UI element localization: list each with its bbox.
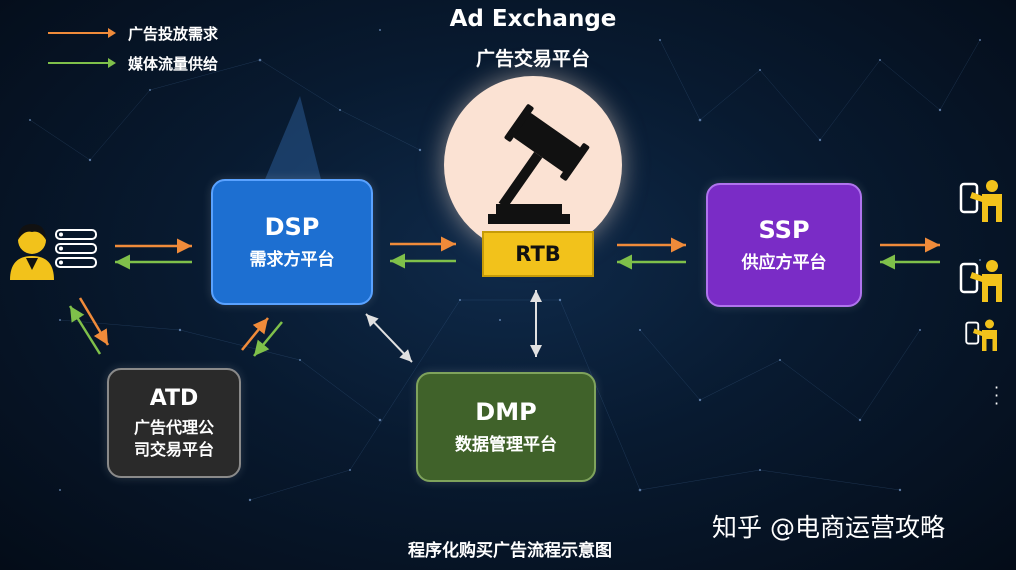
atd-subtitle: 广告代理公 司交易平台 <box>134 417 214 461</box>
ad-exchange-circle <box>444 76 622 254</box>
watermark: 知乎 @电商运营攻略 <box>712 513 945 542</box>
dmp-box: DMP 数据管理平台 <box>416 372 596 482</box>
gavel-icon <box>488 104 590 224</box>
ssp-title: SSP <box>758 216 810 244</box>
legend-item-supply: 媒体流量供给 <box>48 48 218 78</box>
dmp-subtitle: 数据管理平台 <box>455 435 557 455</box>
dmp-title: DMP <box>475 398 537 426</box>
atd-title: ATD <box>149 385 199 411</box>
green-arrow-icon <box>48 58 116 68</box>
legend: 广告投放需求 媒体流量供给 <box>48 18 218 78</box>
legend-label-demand: 广告投放需求 <box>128 24 219 43</box>
rtb-label: RTB <box>482 231 594 277</box>
diagram-caption: 程序化购买广告流程示意图 <box>408 541 612 561</box>
ad-exchange-title: Ad Exchange <box>449 6 617 32</box>
dsp-subtitle: 需求方平台 <box>249 250 335 270</box>
mobile-user-icon <box>959 180 1002 351</box>
atd-box: ATD 广告代理公 司交易平台 <box>107 368 241 478</box>
legend-label-supply: 媒体流量供给 <box>128 54 219 73</box>
advertiser-icon <box>10 224 97 280</box>
legend-item-demand: 广告投放需求 <box>48 18 218 48</box>
dsp-box: DSP 需求方平台 <box>211 179 373 305</box>
ad-exchange-subtitle: 广告交易平台 <box>475 48 590 70</box>
atd-subtitle-line1: 广告代理公 <box>133 417 214 437</box>
dsp-title: DSP <box>264 213 320 241</box>
more-dots-icon: ··· <box>994 378 1000 413</box>
ssp-box: SSP 供应方平台 <box>706 183 862 307</box>
atd-subtitle-line2: 司交易平台 <box>133 439 214 459</box>
ssp-subtitle: 供应方平台 <box>741 253 827 273</box>
orange-arrow-icon <box>48 28 116 38</box>
